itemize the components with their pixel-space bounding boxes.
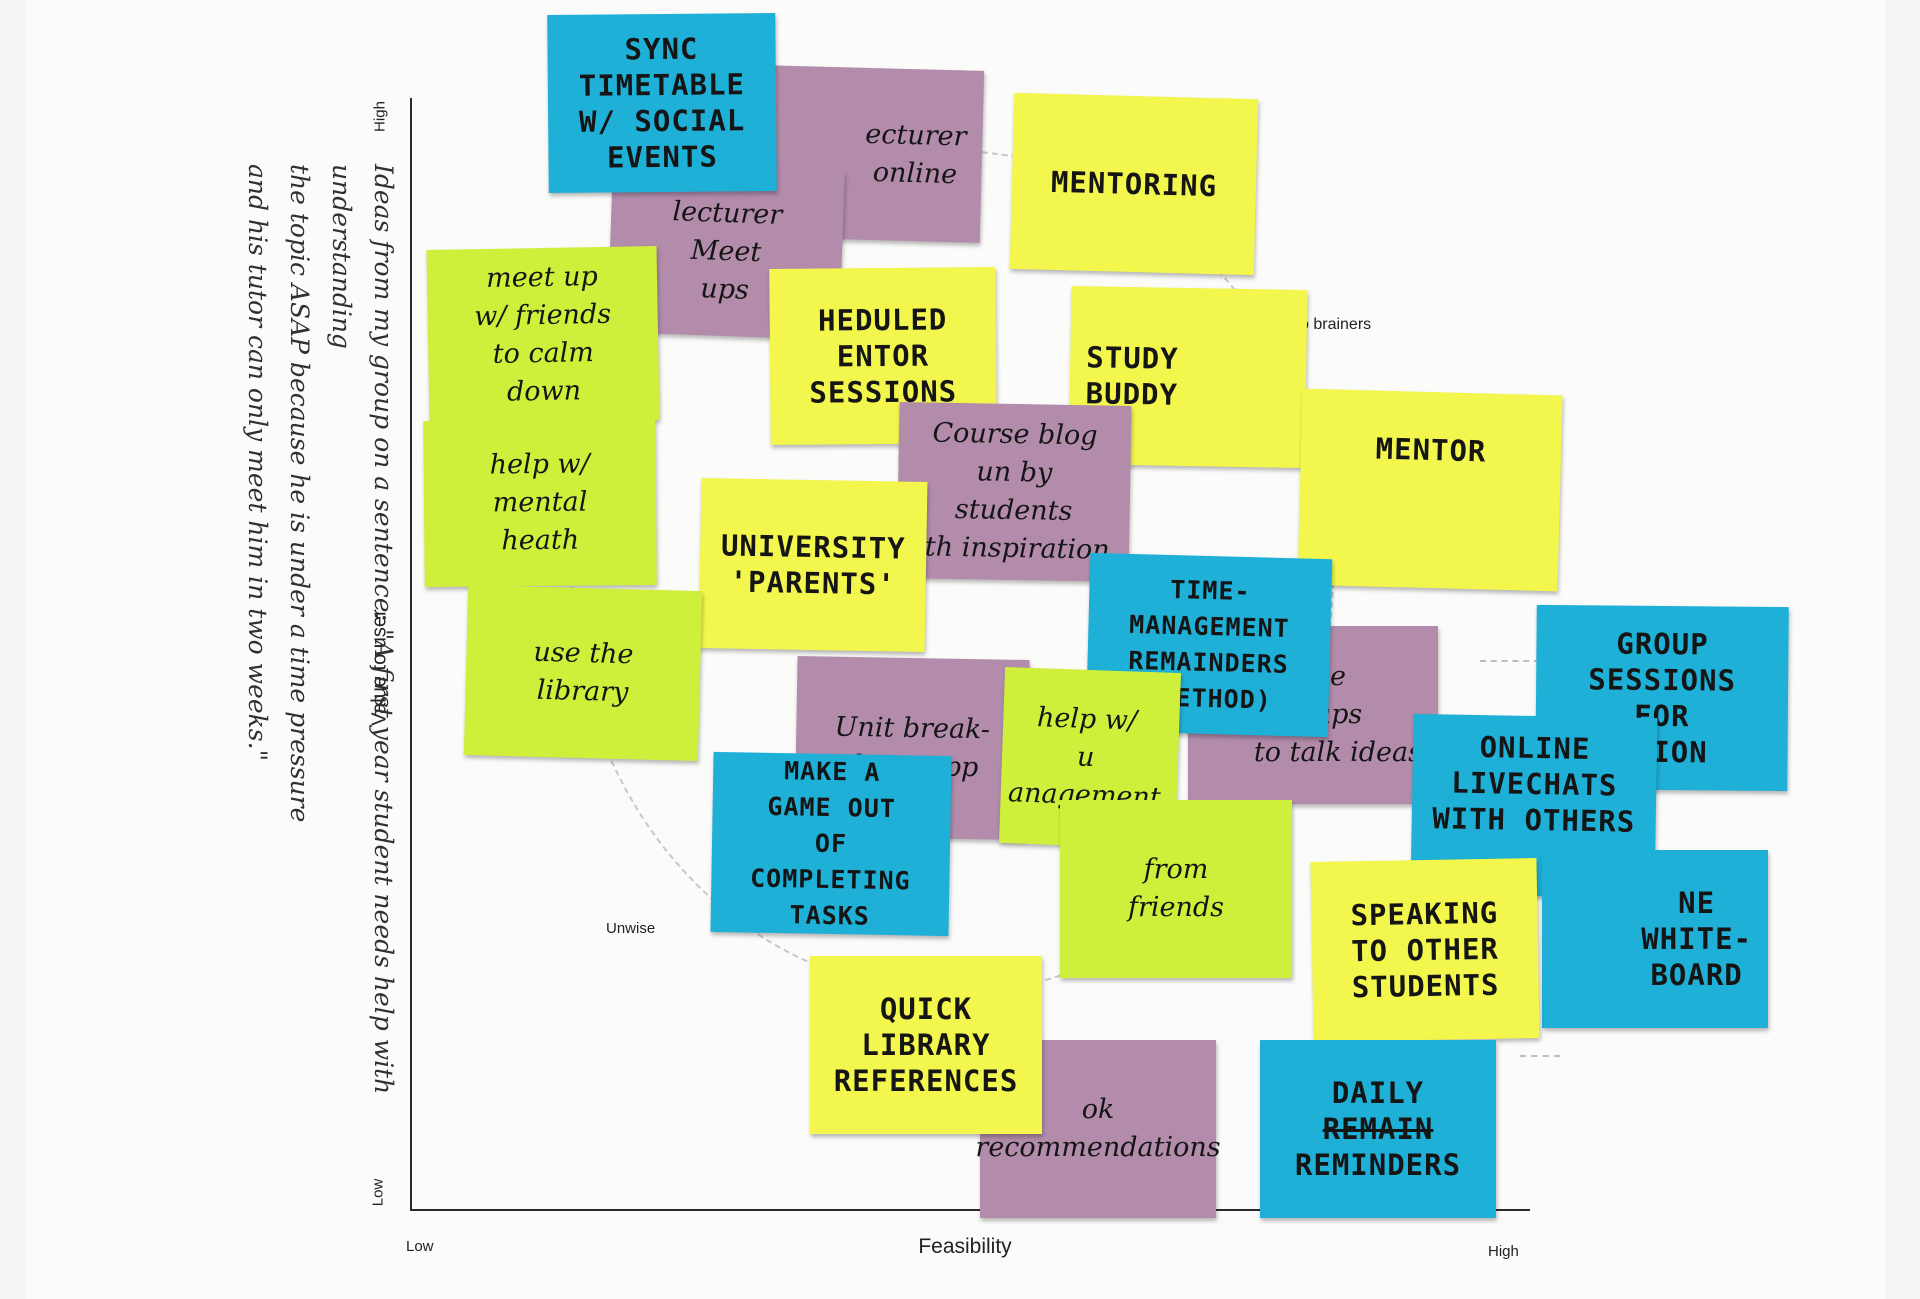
sticky-note-text: MENTORING	[1050, 164, 1218, 204]
x-axis-line	[410, 1209, 1530, 1211]
sticky-note-online-whiteboard[interactable]: NE WHITE- BOARD	[1542, 850, 1768, 1028]
sticky-note-make-a-game[interactable]: MAKE A GAME OUT OF COMPLETING TASKS	[710, 751, 952, 937]
struck-text: REMAIN	[1322, 1112, 1434, 1146]
sticky-note-text: help w/ mental heath	[489, 448, 590, 557]
y-axis-line	[410, 98, 412, 1210]
sticky-note-help-mental-health[interactable]: help w/ mental heath	[423, 418, 657, 588]
sticky-note-sync-timetable[interactable]: SYNC TIMETABLE W/ SOCIAL EVENTS	[547, 13, 777, 193]
sticky-note-mentor[interactable]: MENTOR	[1297, 388, 1563, 592]
sticky-note-text: ONLINE LIVECHATS WITH OTHERS	[1431, 730, 1636, 839]
sticky-note-text: ok recommendations	[975, 1094, 1221, 1163]
sticky-note-quick-library[interactable]: QUICK LIBRARY REFERENCES	[810, 956, 1042, 1134]
sticky-note-meet-up-friends[interactable]: meet up w/ friends to calm down	[426, 246, 660, 424]
x-axis-title: Feasibility	[918, 1235, 1012, 1258]
sticky-note-text: MENTOR	[1375, 431, 1487, 469]
y-axis-high-label: High	[371, 101, 389, 132]
x-axis-high-label: High	[1488, 1243, 1519, 1260]
sticky-note-text: HEDULED ENTOR SESSIONS	[809, 302, 958, 410]
sticky-note-text: meet up w/ friends to calm down	[473, 261, 612, 408]
sticky-note-text: QUICK LIBRARY REFERENCES	[833, 992, 1019, 1098]
sticky-note-use-library[interactable]: use the library	[463, 584, 703, 762]
sticky-note-university-parents[interactable]: UNIVERSITY 'PARENTS'	[698, 478, 928, 652]
sticky-note-text: MAKE A GAME OUT OF COMPLETING TASKS	[749, 756, 911, 931]
sticky-note-text: STUDY BUDDY	[1085, 340, 1179, 412]
sticky-note-text: Course blog un by students ith inspirati…	[916, 417, 1110, 566]
sticky-note-text: DAILY REMINDERS	[1294, 1076, 1462, 1182]
sticky-note-text: SYNC TIMETABLE W/ SOCIAL EVENTS	[578, 31, 746, 175]
sticky-note-text: SPEAKING TO OTHER STUDENTS	[1350, 895, 1500, 1005]
zone-label-unwise: Unwise	[606, 920, 656, 937]
sticky-note-text: use the library	[533, 636, 634, 709]
sticky-note-text: lecturer Meet ups	[671, 196, 783, 306]
sticky-note-text: NE WHITE- BOARD	[1641, 886, 1752, 992]
sticky-note-mentoring[interactable]: MENTORING	[1009, 92, 1259, 276]
x-axis-low-label: Low	[406, 1238, 434, 1255]
zone-label-no-brainers: o brainers	[1300, 316, 1372, 333]
handwritten-note: Ideas from my group on a sentence: "A fi…	[243, 164, 398, 1095]
quadrant-line	[1480, 660, 1540, 662]
sticky-note-text: ecturer online	[864, 118, 967, 191]
sticky-note-text: UNIVERSITY 'PARENTS'	[720, 528, 906, 602]
sticky-note-text: from friends	[1127, 854, 1225, 923]
sticky-note-speaking-students[interactable]: SPEAKING TO OTHER STUDENTS	[1310, 858, 1540, 1042]
sticky-note-help-from-friends[interactable]: from friends	[1060, 800, 1292, 978]
quadrant-line	[1520, 1055, 1560, 1057]
